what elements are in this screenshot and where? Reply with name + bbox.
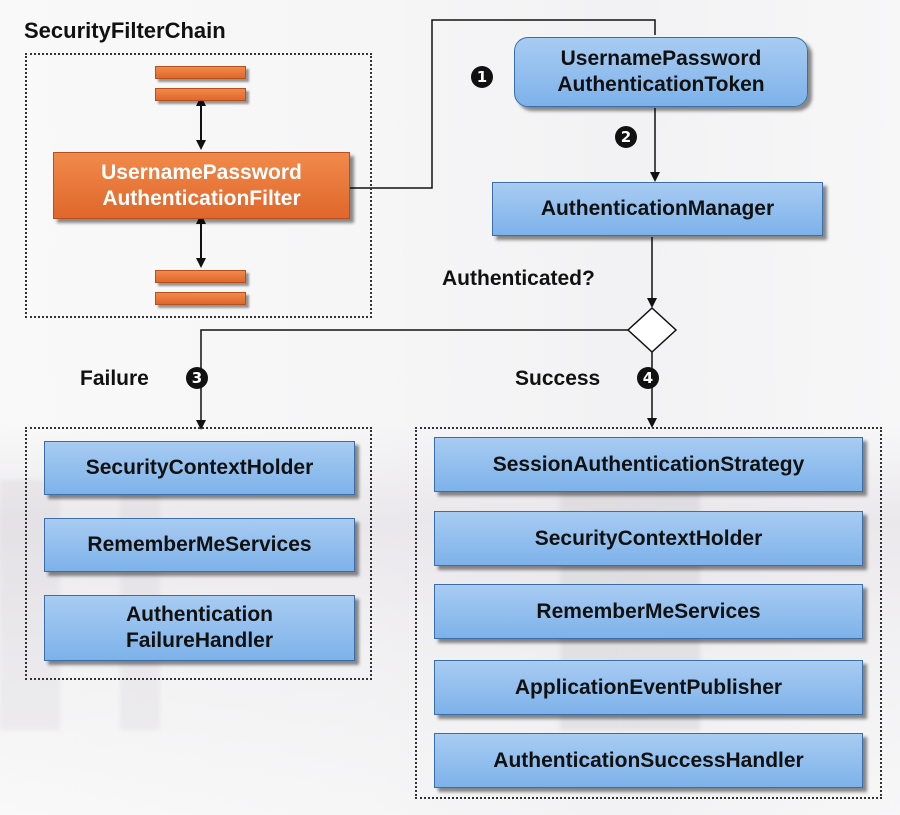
- step-3-badge: 3: [186, 367, 208, 389]
- token-line-2: AuthenticationToken: [557, 73, 765, 96]
- filter-line-1: UsernamePassword: [101, 160, 302, 184]
- authentication-failure-handler: Authentication FailureHandler: [44, 595, 355, 661]
- filter-bar-2: [155, 88, 246, 101]
- success-label: Success: [515, 367, 601, 390]
- filter-to-token-line: [350, 19, 656, 189]
- session-authentication-strategy: SessionAuthenticationStrategy: [434, 437, 863, 492]
- filter-bar-1: [155, 66, 246, 79]
- step-2-badge: 2: [615, 126, 637, 148]
- filter-chain-container: [25, 53, 372, 318]
- failure-container: [25, 427, 372, 680]
- authentication-token: UsernamePassword AuthenticationToken: [514, 37, 808, 107]
- filter-bar-4: [155, 292, 246, 305]
- step-1-badge: 1: [471, 66, 493, 88]
- step-4-badge: 4: [637, 367, 659, 389]
- failure-label: Failure: [80, 367, 149, 390]
- failure-branch-arrow: [196, 329, 628, 430]
- failure-security-context-holder: SecurityContextHolder: [44, 441, 355, 495]
- failure-handler-line-2: FailureHandler: [125, 629, 274, 652]
- token-line-1: UsernamePassword: [560, 47, 762, 70]
- decision-label: Authenticated?: [442, 267, 595, 290]
- filter-line-2: AuthenticationFilter: [102, 186, 301, 210]
- success-security-context-holder: SecurityContextHolder: [434, 511, 863, 566]
- application-event-publisher: ApplicationEventPublisher: [434, 660, 863, 715]
- chain-title: SecurityFilterChain: [24, 18, 226, 43]
- success-remember-me-services: RememberMeServices: [434, 584, 863, 639]
- failure-handler-line-1: Authentication: [125, 603, 273, 626]
- username-password-authentication-filter: UsernamePassword AuthenticationFilter: [53, 152, 350, 219]
- failure-remember-me-services: RememberMeServices: [44, 518, 355, 572]
- authentication-success-handler: AuthenticationSuccessHandler: [434, 733, 863, 788]
- authentication-manager: AuthenticationManager: [492, 182, 823, 236]
- filter-bar-3: [155, 270, 246, 283]
- decision-diamond: [626, 306, 678, 354]
- success-container: [415, 427, 882, 799]
